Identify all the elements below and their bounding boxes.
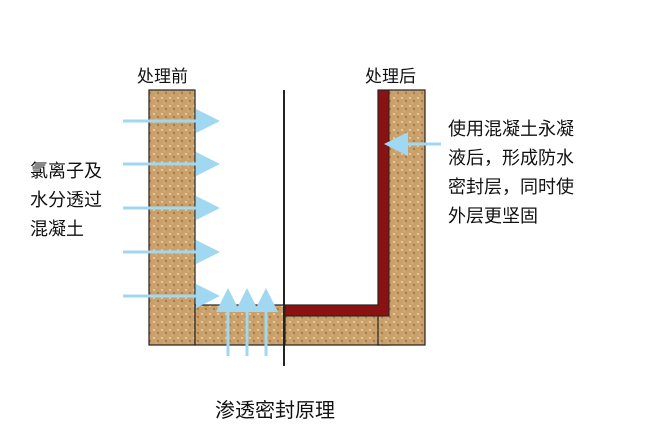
diagram-title: 渗透密封原理 bbox=[215, 398, 335, 422]
left-note-line: 混凝土 bbox=[30, 219, 84, 240]
sealant-layer bbox=[284, 89, 390, 317]
left-note: 氯离子及 水分透过 混凝土 bbox=[30, 157, 102, 244]
label-after: 处理后 bbox=[365, 67, 416, 87]
left-slab bbox=[194, 304, 286, 346]
left-wall bbox=[148, 89, 196, 346]
right-note-line: 液后，形成防水 bbox=[448, 148, 574, 169]
left-note-line: 氯离子及 bbox=[30, 161, 102, 182]
penetration-arrows bbox=[123, 109, 441, 356]
right-note: 使用混凝土永凝 液后，形成防水 密封层，同时使 外层更坚固 bbox=[448, 115, 574, 231]
right-note-line: 外层更坚固 bbox=[448, 206, 538, 227]
right-note-line: 密封层，同时使 bbox=[448, 177, 574, 198]
right-note-line: 使用混凝土永凝 bbox=[448, 119, 574, 140]
label-before: 处理前 bbox=[137, 67, 188, 87]
left-note-line: 水分透过 bbox=[30, 190, 102, 211]
after-structure bbox=[284, 89, 426, 346]
